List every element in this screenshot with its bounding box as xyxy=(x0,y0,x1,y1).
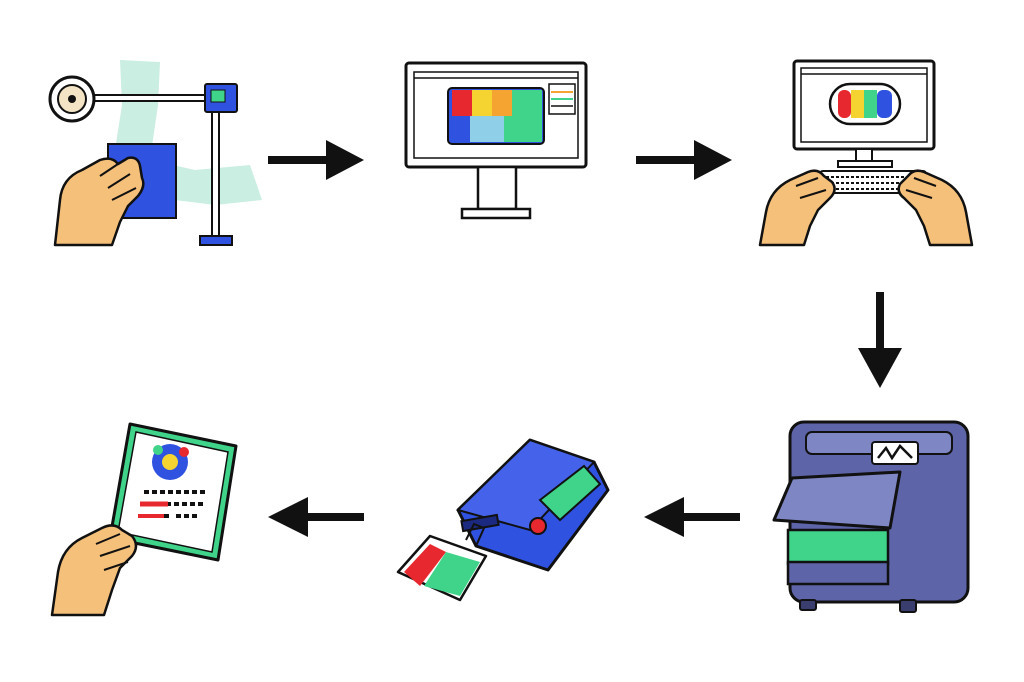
computer-keyboard-hands-icon xyxy=(758,59,974,247)
arrow-left-2 xyxy=(268,497,364,537)
arrow-down xyxy=(858,292,902,388)
card-printer-icon xyxy=(396,438,610,602)
printer-icon xyxy=(772,420,970,613)
arrow-right-2 xyxy=(636,140,732,180)
hand-holding-card-icon xyxy=(50,422,238,617)
arrow-left-1 xyxy=(644,497,740,537)
monitor-image-icon xyxy=(404,61,588,220)
hand-scanner-icon xyxy=(48,60,262,247)
arrow-right-1 xyxy=(268,140,364,180)
